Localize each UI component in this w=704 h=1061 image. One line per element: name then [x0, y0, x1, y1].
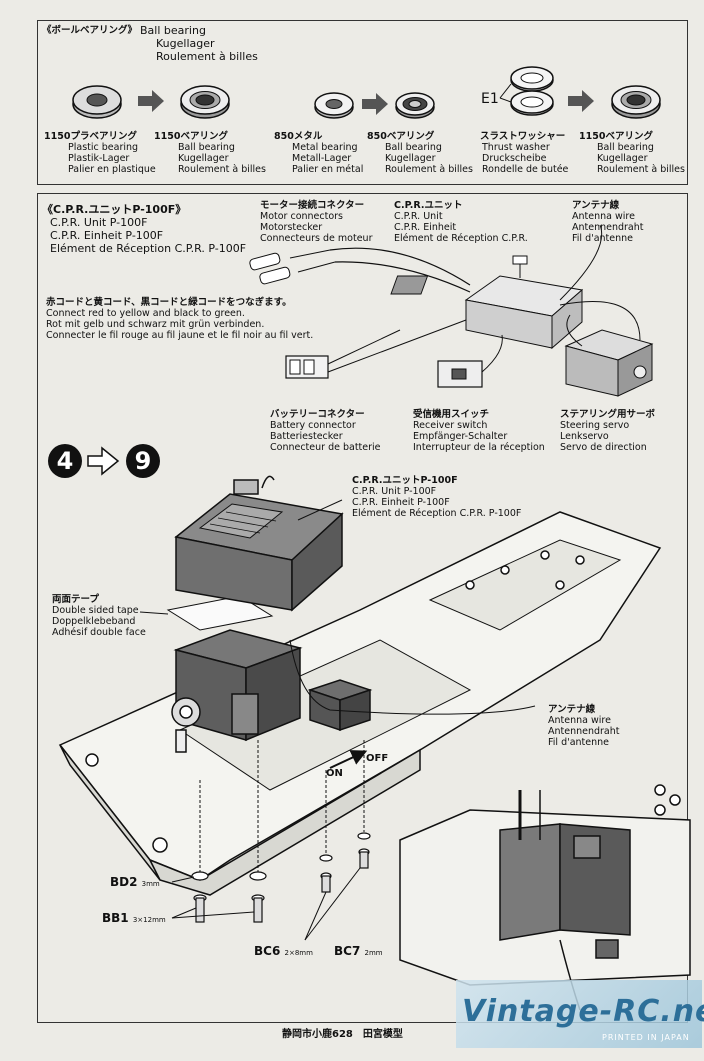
steering-servo-icon — [564, 314, 654, 397]
receiver-switch-icon — [437, 334, 503, 388]
plastic-bearing-icon — [72, 85, 122, 119]
bearing-item-4: 850ベアリング Ball bearing Kugellager Rouleme… — [367, 131, 473, 175]
watermark-banner — [456, 980, 702, 1048]
part-bd2: BD2 3mm — [110, 875, 160, 889]
bearing-panel — [37, 20, 688, 185]
cpr-panel — [37, 193, 688, 1023]
screw-bc7-icon — [357, 832, 371, 869]
receiver-switch-label: 受信機用スイッチ Receiver switch Empfänger-Schal… — [413, 409, 545, 453]
cpr-unit-icon — [390, 255, 584, 350]
assembly-unit-label: C.P.R.ユニットP-100F C.P.R. Unit P-100F C.P.… — [352, 475, 522, 519]
double-tape-label: 両面テープ Double sided tape Doppelklebeband … — [52, 594, 146, 638]
arrow-icon — [362, 93, 388, 115]
thrust-washer-icon — [499, 66, 554, 116]
bearing-item-2: 1150ベアリング Ball bearing Kugellager Roulem… — [154, 131, 266, 175]
assembly-switch-icon — [307, 679, 373, 732]
watermark-text: Vintage-RC.net — [462, 994, 704, 1029]
on-off-arrow-icon — [329, 750, 368, 769]
ball-bearing-icon — [611, 85, 661, 119]
screw-bc6-icon — [319, 854, 333, 893]
part-bb1: BB1 3×12mm — [102, 911, 166, 925]
wiring-instruction: 赤コードと黄コード、黒コードと緑コードをつなぎます。 Connect red t… — [46, 297, 314, 341]
battery-connector-label: バッテリーコネクター Battery connector Batterieste… — [270, 409, 381, 453]
arrow-icon — [568, 90, 594, 112]
cpr-unit-label: C.P.R.ユニット C.P.R. Unit C.P.R. Einheit El… — [394, 200, 528, 244]
bearing-item-5: スラストワッシャー Thrust washer Druckscheibe Ron… — [480, 131, 569, 175]
battery-connector-icon — [285, 319, 467, 379]
assembly-servo-icon — [171, 629, 303, 753]
antenna-label: アンテナ線 Antenna wire Antennendraht Fil d'a… — [572, 200, 644, 244]
metal-bearing-icon — [314, 92, 354, 119]
detail-inset-icon — [399, 784, 691, 1011]
part-bc6: BC6 2×8mm — [254, 944, 313, 958]
ball-bearing-850-icon — [395, 92, 435, 119]
step-from-badge: 4 — [48, 444, 82, 478]
on-label: ON — [326, 768, 343, 779]
screw-bd2-icon — [191, 871, 267, 881]
motor-connector-icon — [249, 249, 336, 285]
part-bc7: BC7 2mm — [334, 944, 383, 958]
steering-servo-label: ステアリング用サーボ Steering servo Lenkservo Serv… — [560, 409, 656, 453]
off-label: OFF — [366, 753, 389, 764]
cpr-title: 《C.P.R.ユニットP-100F》 C.P.R. Unit P-100F C.… — [42, 203, 247, 255]
printed-in-japan: PRINTED IN JAPAN — [602, 1033, 690, 1042]
ball-bearing-icon — [180, 85, 230, 119]
footer-address: 静岡市小鹿628 田宮模型 — [282, 1029, 403, 1040]
screw-bb1-icon — [193, 894, 265, 923]
arrow-icon — [138, 90, 164, 112]
bearing-item-1: 1150プラベアリング Plastic bearing Plastik-Lage… — [44, 131, 156, 175]
bearing-title: 《ボールベアリング》 Ball bearing Kugellager Roule… — [42, 24, 258, 63]
assembly-antenna-label: アンテナ線 Antenna wire Antennendraht Fil d'a… — [548, 704, 620, 748]
bearing-title-jp: 《ボールベアリング》 — [42, 25, 138, 36]
step-to-badge: 9 — [126, 444, 160, 478]
bearing-item-6: 1150ベアリング Ball bearing Kugellager Roulem… — [579, 131, 685, 175]
motor-connector-label: モーター接続コネクター Motor connectors Motorstecke… — [260, 200, 373, 244]
step-arrow-icon — [87, 446, 120, 476]
e1-label: E1 — [481, 91, 499, 107]
bearing-item-3: 850メタル Metal bearing Metall-Lager Palier… — [274, 131, 364, 175]
assembly-cpr-unit-icon — [174, 475, 344, 612]
double-tape-icon — [166, 595, 274, 631]
